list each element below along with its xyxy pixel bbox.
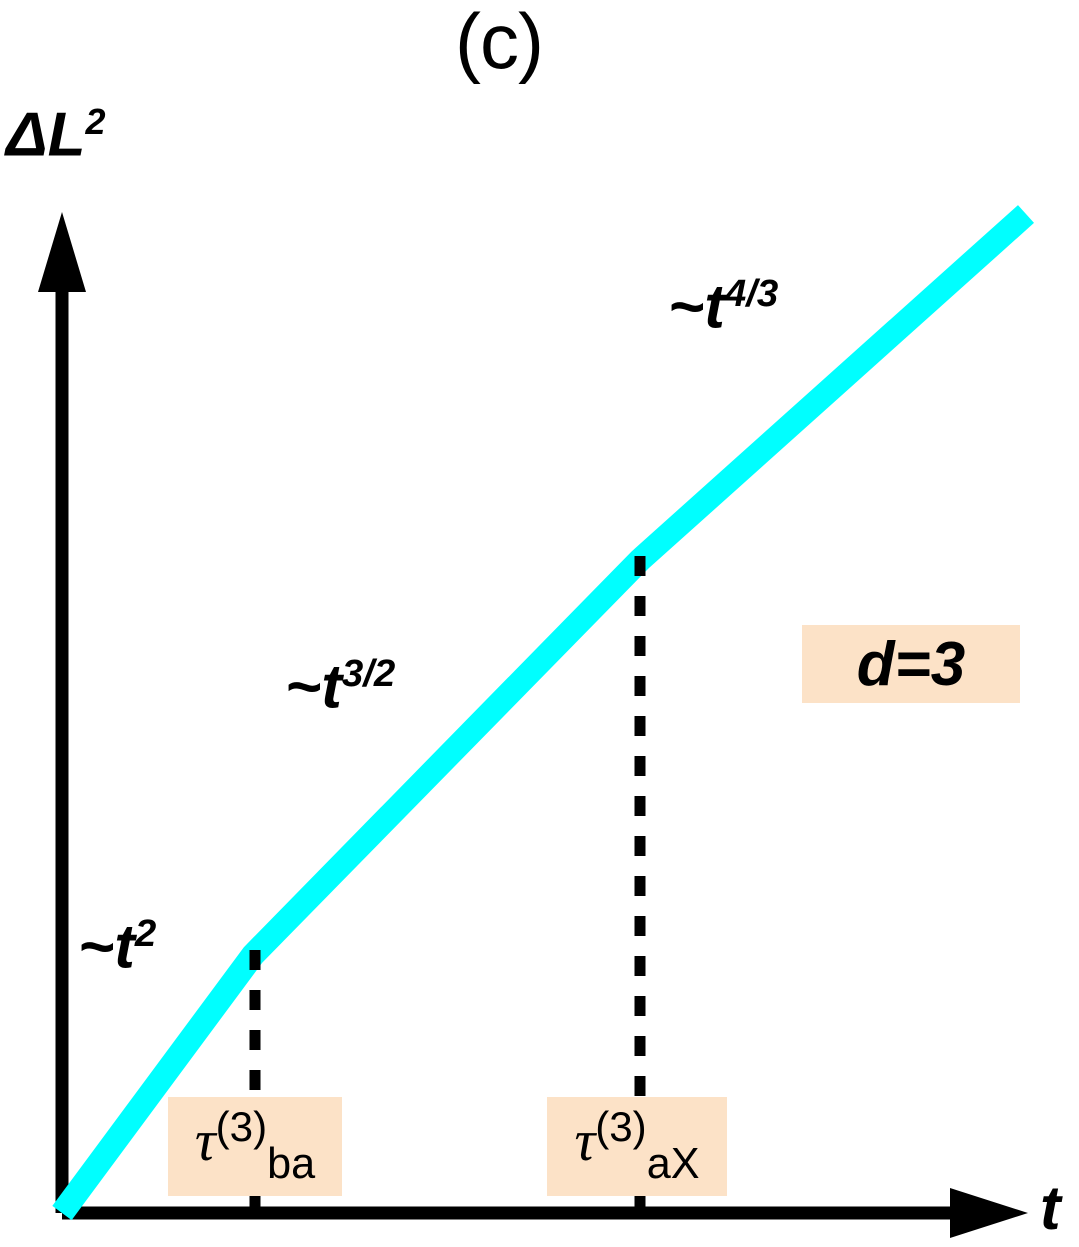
panel-title: (c) bbox=[455, 0, 544, 85]
growth-curve bbox=[52, 205, 1035, 1221]
y-axis-label-exponent: 2 bbox=[85, 101, 106, 142]
crossover-expression-ax: τ(3)aX bbox=[574, 1106, 699, 1186]
x-axis-arrowhead bbox=[950, 1188, 1028, 1238]
regime-label-t43: ~t4/3 bbox=[668, 272, 779, 342]
regime-exponent: 2 bbox=[134, 912, 157, 955]
regime-label-t2: ~t2 bbox=[78, 912, 157, 982]
regime-label-t32: ~t3/2 bbox=[285, 652, 396, 722]
tau-superscript: (3) bbox=[595, 1103, 647, 1151]
regime-prefix: ~t bbox=[668, 272, 725, 342]
dimension-badge: d=3 bbox=[802, 625, 1020, 703]
crossover-label-ax: τ(3)aX bbox=[547, 1097, 727, 1196]
y-axis-arrowhead bbox=[38, 212, 86, 292]
crossover-expression-ba: τ(3)ba bbox=[195, 1106, 315, 1186]
x-axis-label: t bbox=[1040, 1174, 1061, 1243]
crossover-label-ba: τ(3)ba bbox=[168, 1097, 342, 1196]
regime-exponent: 3/2 bbox=[341, 652, 396, 695]
regime-exponent: 4/3 bbox=[724, 272, 779, 315]
regime-prefix: ~t bbox=[78, 912, 135, 982]
tau-subscript: aX bbox=[646, 1140, 700, 1189]
y-axis-label-base: ΔL bbox=[6, 100, 86, 170]
y-axis-label: ΔL2 bbox=[6, 104, 106, 167]
regime-prefix: ~t bbox=[285, 652, 342, 722]
tau-symbol: τ bbox=[574, 1108, 596, 1174]
tau-symbol: τ bbox=[194, 1108, 216, 1174]
tau-subscript: ba bbox=[267, 1140, 316, 1189]
tau-superscript: (3) bbox=[215, 1103, 268, 1151]
